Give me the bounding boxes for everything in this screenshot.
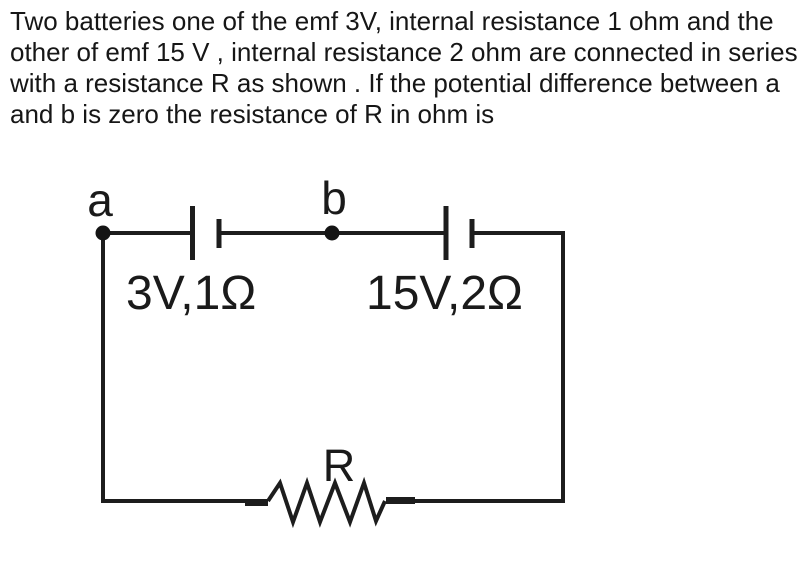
battery1-label: 3V,1Ω (126, 267, 256, 320)
battery2-label: 15V,2Ω (366, 267, 523, 320)
resistor-symbol (266, 476, 387, 529)
question-line-3: with a resistance R as shown . If the po… (10, 68, 780, 98)
wire-right-side (400, 231, 565, 503)
question-line-4: and b is zero the resistance of R in ohm… (10, 99, 495, 129)
node-a-dot (95, 225, 111, 241)
question-line-1: Two batteries one of the emf 3V, interna… (10, 6, 774, 36)
node-b-label: b (321, 172, 347, 224)
node-b-dot (324, 225, 340, 241)
resistor-label: R (323, 440, 356, 491)
question-text: Two batteries one of the emf 3V, interna… (10, 6, 798, 130)
question-line-2: other of emf 15 V , internal resistance … (10, 37, 798, 67)
wire-left-side (101, 233, 266, 503)
node-a-label: a (87, 174, 113, 226)
